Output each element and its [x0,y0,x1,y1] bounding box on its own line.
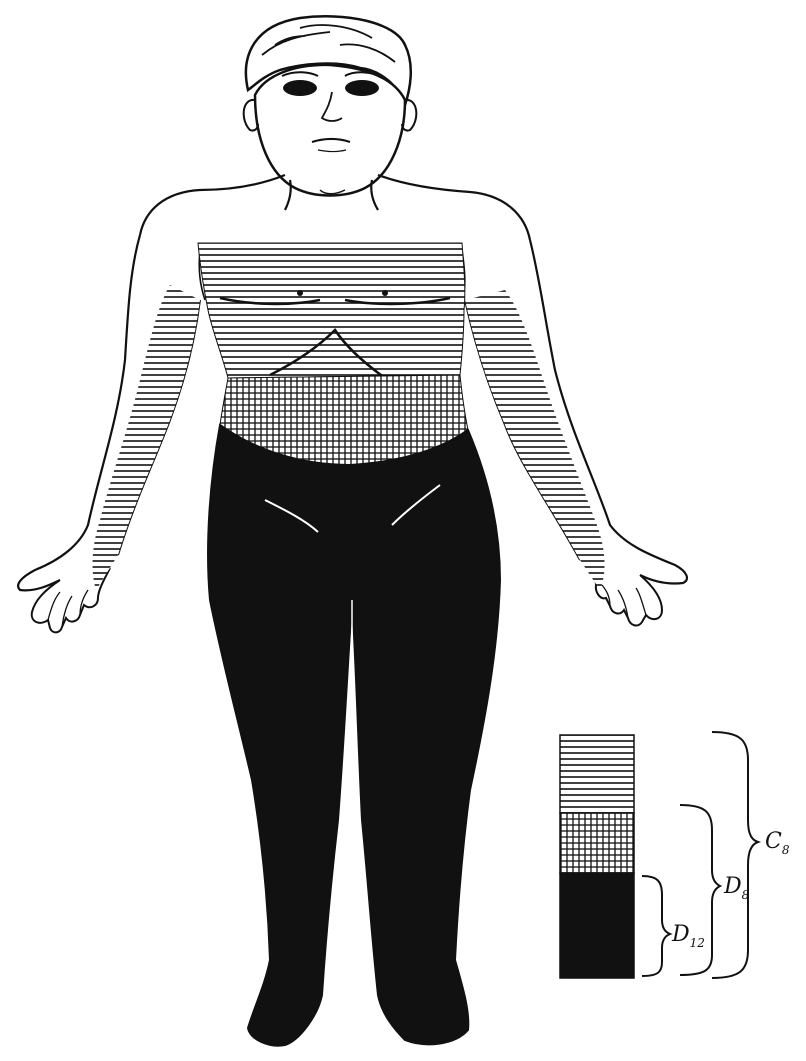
bracket-d12 [642,876,670,976]
legend-grid-segment [560,813,634,873]
bracket-c8 [712,732,758,978]
label-d12: D12 [671,922,705,950]
legend-hatched-segment [560,735,634,813]
legend-solid-segment [560,873,634,978]
lower-body-solid-zone [208,425,500,1046]
chest-hatched-zone [198,243,465,378]
right-eye [345,80,379,96]
label-c8: C8 [765,829,790,857]
label-d8: D8 [723,874,750,902]
left-arm-hatched-zone [93,285,200,590]
left-eye [283,80,317,96]
head [244,16,417,195]
legend-column [560,735,634,978]
